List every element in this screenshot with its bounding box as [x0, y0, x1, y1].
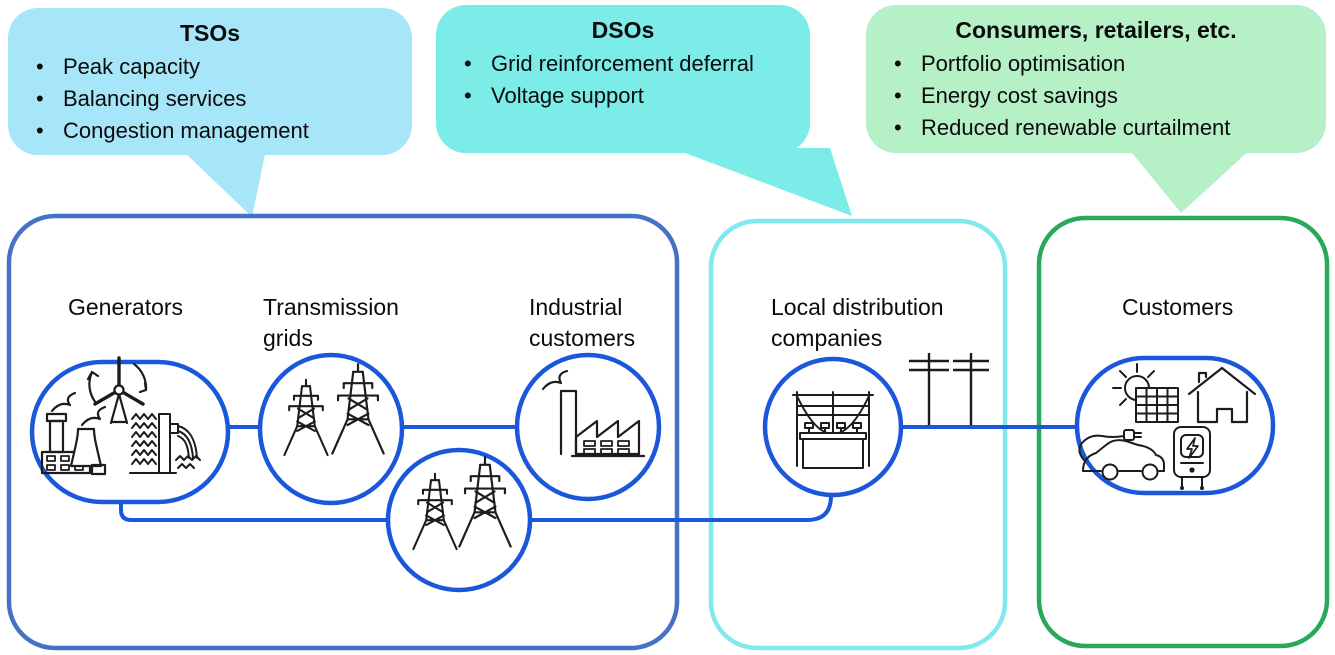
- smoke: [50, 391, 77, 413]
- consumers-bubble-list: Portfolio optimisation Energy cost savin…: [866, 48, 1326, 144]
- customers-label: Customers: [1122, 294, 1234, 320]
- transmission-node: [257, 352, 405, 506]
- rotation-arrow: [132, 362, 148, 394]
- node-shapes: [29, 352, 1276, 593]
- transmission-label: Transmission grids: [263, 294, 399, 351]
- lightning-bolt: [1186, 437, 1199, 459]
- consumers-bullet: Reduced renewable curtailment: [894, 112, 1326, 144]
- dso-bubble-title: DSOs: [591, 17, 655, 43]
- consumers-bubble: Consumers, retailers, etc. Portfolio opt…: [866, 5, 1326, 153]
- producers-box: [6, 213, 680, 651]
- tso-bullet: Balancing services: [36, 83, 412, 115]
- power-plant-icon: [40, 391, 107, 476]
- smoke: [541, 369, 569, 391]
- tso-bullet: Congestion management: [36, 115, 412, 147]
- connection-lines: [119, 425, 1077, 522]
- consumers-bullet: Energy cost savings: [894, 80, 1326, 112]
- plug: [1123, 429, 1135, 441]
- icons: [40, 356, 1257, 551]
- industrial-label: Industrial customers: [529, 294, 636, 351]
- distribution-box: [708, 218, 1008, 651]
- consumers-bullet: Portfolio optimisation: [894, 48, 1326, 80]
- dso-bubble-list: Grid reinforcement deferral Voltage supp…: [436, 48, 810, 112]
- wind-turbine-icon: [86, 356, 148, 425]
- distribution-label: Local distribution companies: [771, 294, 944, 351]
- line-generators-lower-grid: [119, 502, 388, 522]
- hydro-dam-icon: [129, 413, 201, 474]
- transformer-icon: [792, 391, 874, 469]
- tso-bubble: TSOs Peak capacity Balancing services Co…: [8, 8, 412, 155]
- line-lower-grid-distribution: [530, 495, 833, 522]
- house-icon: [1187, 366, 1257, 424]
- utility-poles-icon: [909, 353, 989, 425]
- consumers-bubble-title: Consumers, retailers, etc.: [955, 17, 1237, 43]
- tso-bullet: Peak capacity: [36, 51, 412, 83]
- solar-panel-icon: [1135, 387, 1179, 423]
- transmission-node-lower: [385, 447, 533, 593]
- ev-car-icon: [1078, 429, 1165, 481]
- industrial-factory-icon: [541, 369, 646, 458]
- dso-bullet: Grid reinforcement deferral: [464, 48, 810, 80]
- rotation-arrow: [86, 370, 100, 405]
- dso-bubble: DSOs Grid reinforcement deferral Voltage…: [436, 5, 810, 153]
- generators-label: Generators: [68, 294, 184, 320]
- smoke: [80, 405, 107, 427]
- customers-box: [1036, 215, 1330, 649]
- dso-bullet: Voltage support: [464, 80, 810, 112]
- tso-bubble-list: Peak capacity Balancing services Congest…: [8, 51, 412, 147]
- plug-cable: [1078, 434, 1125, 461]
- generators-node: [29, 359, 231, 505]
- tso-bubble-title: TSOs: [179, 20, 241, 46]
- charger-icon: [1173, 426, 1211, 490]
